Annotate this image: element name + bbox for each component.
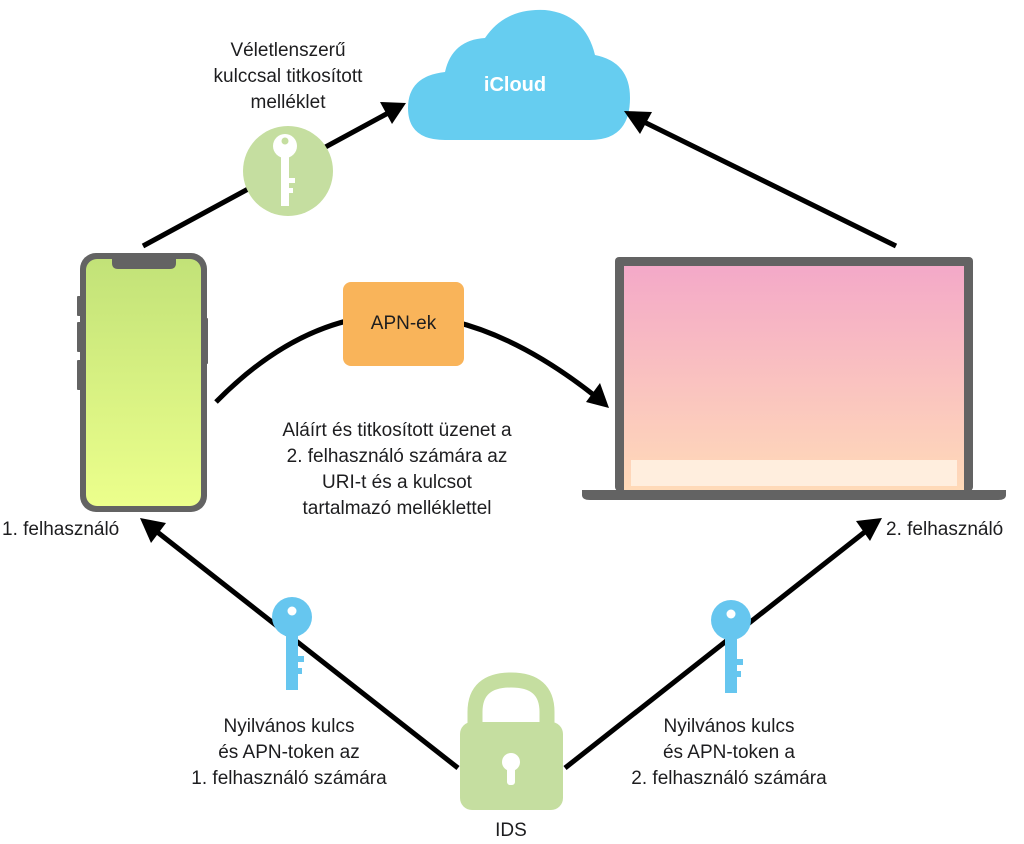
arrow-ids-to-user1: [140, 518, 460, 770]
pubkey-user2-line: Nyilvános kulcs: [663, 716, 795, 737]
key-icon: [243, 126, 333, 216]
cloud-icon: [408, 9, 630, 140]
ids-label: IDS: [495, 820, 527, 841]
attachment-note-line: kulccsal titkosított: [213, 66, 363, 87]
apn-box: APN-ek: [343, 282, 464, 366]
lock-icon: [460, 672, 563, 810]
message-note-line: Aláírt és titkosított üzenet a: [282, 420, 512, 441]
user2-label: 2. felhasználó: [886, 519, 1004, 540]
attachment-note-line: Véletlenszerű: [230, 40, 346, 61]
user1-label: 1. felhasználó: [2, 519, 120, 540]
attachment-note: Véletlenszerű kulccsal titkosított mellé…: [200, 38, 376, 116]
message-note-line: 2. felhasználó számára az: [286, 446, 508, 467]
key-icon: [272, 597, 312, 690]
message-note: Aláírt és titkosított üzenet a 2. felhas…: [252, 418, 542, 522]
pubkey-user1-line: Nyilvános kulcs: [223, 716, 355, 737]
message-note-line: tartalmazó melléklettel: [302, 498, 492, 519]
laptop-icon: [582, 257, 1006, 500]
apn-box-label: APN-ek: [370, 313, 437, 334]
attachment-note-line: melléklet: [250, 92, 326, 113]
key-icon: [711, 600, 751, 693]
pubkey-user1-line: és APN-token az: [218, 742, 360, 763]
pubkey-user2-line: 2. felhasználó számára: [631, 768, 827, 789]
phone-icon: [77, 253, 208, 512]
pubkey-user1-line: 1. felhasználó számára: [191, 768, 387, 789]
arrow-ids-to-user2: [563, 518, 882, 770]
pubkey-user2-line: és APN-token a: [662, 742, 796, 763]
message-note-line: URI-t és a kulcsot: [322, 472, 472, 493]
pubkey-user2-note: Nyilvános kulcs és APN-token a 2. felhas…: [612, 714, 846, 792]
arrow-laptop-to-icloud: [624, 111, 898, 249]
pubkey-user1-note: Nyilvános kulcs és APN-token az 1. felha…: [172, 714, 406, 792]
icloud-label: iCloud: [483, 74, 547, 96]
